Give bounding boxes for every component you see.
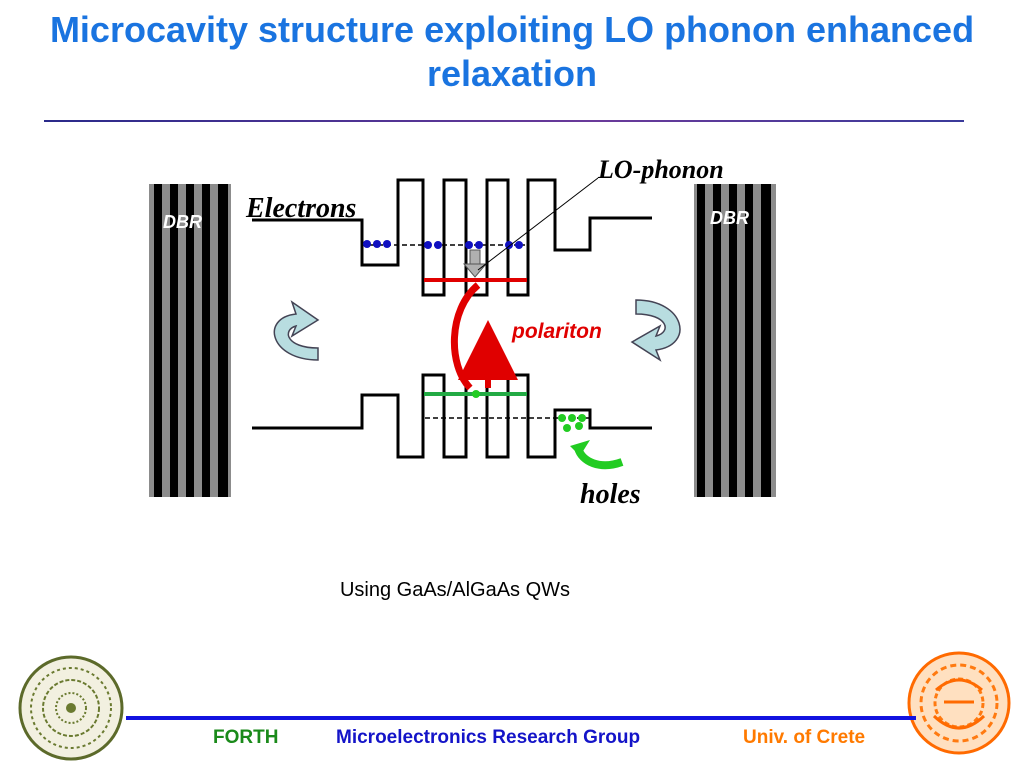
lo-phonon-label: LO-phonon [597,155,724,184]
footer-divider [126,716,916,720]
polariton-loop [451,282,481,391]
electrons-label: Electrons [245,193,357,224]
dbr-left-label: DBR [163,212,202,232]
hole-dots [558,414,586,432]
lo-phonon-pointer [477,177,599,271]
footer-forth: FORTH [213,727,279,748]
polariton-dot [472,390,480,398]
forth-seal-icon [18,655,124,761]
dbr-right-mirror [694,184,776,497]
footer-group-name: Microelectronics Research Group [336,727,641,748]
footer-university: Univ. of Crete [743,727,866,748]
lo-phonon-arrow [462,249,488,278]
polariton-label: polariton [511,320,602,343]
holes-label: holes [580,479,641,510]
holes-curved-arrow [570,440,624,470]
conduction-band [252,178,652,297]
dbr-left-mirror [149,184,231,497]
slide-title: Microcavity structure exploiting LO phon… [49,9,975,94]
title-divider [44,120,964,122]
valence-band [252,373,652,459]
crete-seal-icon [907,651,1011,755]
curved-arrow-left [273,300,320,361]
electron-dots [363,240,523,249]
curved-arrow-right [630,299,681,362]
dbr-right-label: DBR [710,208,749,228]
caption: Using GaAs/AlGaAs QWs [339,579,571,601]
